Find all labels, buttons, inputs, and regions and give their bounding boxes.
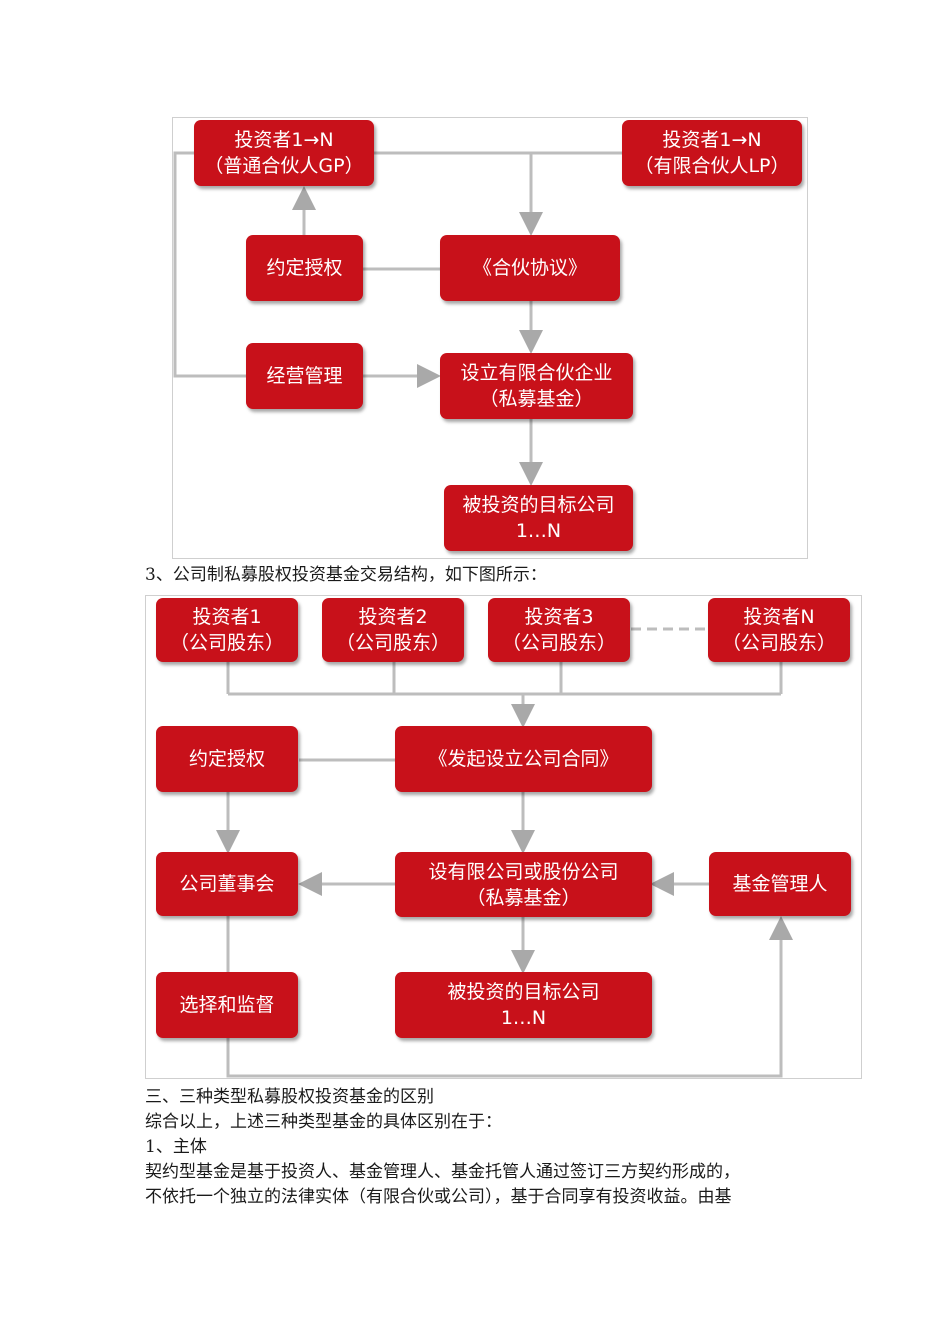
gp-investor-box: 投资者1→N （普通合伙人GP）: [194, 120, 374, 186]
partnership-agreement-box: 《合伙协议》: [440, 235, 620, 301]
board-of-directors-box: 公司董事会: [156, 852, 298, 916]
investor-2-label: 投资者2: [358, 606, 428, 628]
fund-manager-box: 基金管理人: [709, 852, 851, 916]
board-label: 公司董事会: [179, 873, 275, 895]
item-heading: 1、主体: [145, 1137, 207, 1157]
select-supervise-box: 选择和监督: [156, 972, 298, 1038]
target-company-box: 被投资的目标公司 1…N: [444, 485, 633, 551]
summary-line: 综合以上，上述三种类型基金的具体区别在于：: [145, 1112, 502, 1132]
investor-1-box: 投资者1 （公司股东）: [156, 598, 298, 662]
lp-investor-box: 投资者1→N （有限合伙人LP）: [622, 120, 802, 186]
corporate-diagram: 投资者1 （公司股东） 投资者2 （公司股东） 投资者3 （公司股东） 投资者N…: [145, 595, 862, 1079]
corporate-connectors: [216, 627, 793, 1078]
lp-investor-label: 投资者1→N: [662, 129, 762, 151]
founding-contract-box: 《发起设立公司合同》: [395, 726, 652, 792]
investor-1-label: 投资者1: [192, 606, 262, 628]
fund-subtitle: （私募基金）: [479, 388, 594, 410]
target-company-label-2: 被投资的目标公司: [447, 981, 600, 1003]
investor-2-role: （公司股东）: [335, 632, 450, 654]
investor-n-role: （公司股东）: [721, 632, 836, 654]
target-company-box-2: 被投资的目标公司 1…N: [395, 972, 652, 1038]
investor-3-label: 投资者3: [524, 606, 594, 628]
fund-label: 设立有限合伙企业: [460, 362, 613, 384]
body-line-1: 契约型基金是基于投资人、基金管理人、基金托管人通过签订三方契约形成的，: [145, 1162, 740, 1182]
lp-investor-role: （有限合伙人LP）: [634, 155, 790, 177]
target-company-count-2: 1…N: [500, 1007, 547, 1029]
fund-company-box: 设有限公司或股份公司 （私募基金）: [395, 852, 652, 917]
operation-management-label: 经营管理: [266, 365, 343, 387]
diagram-caption: 3、公司制私募股权投资基金交易结构，如下图所示：: [145, 565, 547, 585]
authorization-box: 约定授权: [246, 235, 363, 301]
gp-investor-role: （普通合伙人GP）: [204, 155, 364, 177]
limited-partnership-fund-box: 设立有限合伙企业 （私募基金）: [440, 353, 633, 419]
select-supervise-label: 选择和监督: [179, 994, 275, 1016]
partnership-connectors: [173, 151, 623, 486]
target-company-label: 被投资的目标公司: [462, 494, 615, 516]
fund-company-label: 设有限公司或股份公司: [428, 860, 619, 883]
gp-investor-label: 投资者1→N: [234, 129, 334, 151]
section-heading: 三、三种类型私募股权投资基金的区别: [145, 1087, 434, 1107]
operation-management-box: 经营管理: [246, 343, 363, 409]
target-company-count: 1…N: [515, 520, 562, 542]
authorization-label-2: 约定授权: [188, 748, 265, 770]
investor-n-label: 投资者N: [743, 606, 815, 628]
investor-2-box: 投资者2 （公司股东）: [322, 598, 464, 662]
investor-1-role: （公司股东）: [169, 632, 284, 654]
partnership-agreement-label: 《合伙协议》: [472, 257, 587, 279]
partnership-diagram: 投资者1→N （普通合伙人GP） 投资者1→N （有限合伙人LP） 约定授权 《…: [172, 117, 808, 559]
founding-contract-label: 《发起设立公司合同》: [428, 748, 619, 770]
investor-3-role: （公司股东）: [501, 632, 616, 654]
body-line-2: 不依托一个独立的法律实体（有限合伙或公司），基于合同享有投资收益。由基: [145, 1187, 732, 1207]
authorization-label: 约定授权: [266, 257, 343, 279]
investor-3-box: 投资者3 （公司股东）: [488, 598, 630, 662]
authorization-box-2: 约定授权: [156, 726, 298, 792]
fund-company-subtitle: （私募基金）: [466, 886, 581, 909]
fund-manager-label: 基金管理人: [732, 873, 828, 895]
investor-n-box: 投资者N （公司股东）: [708, 598, 850, 662]
